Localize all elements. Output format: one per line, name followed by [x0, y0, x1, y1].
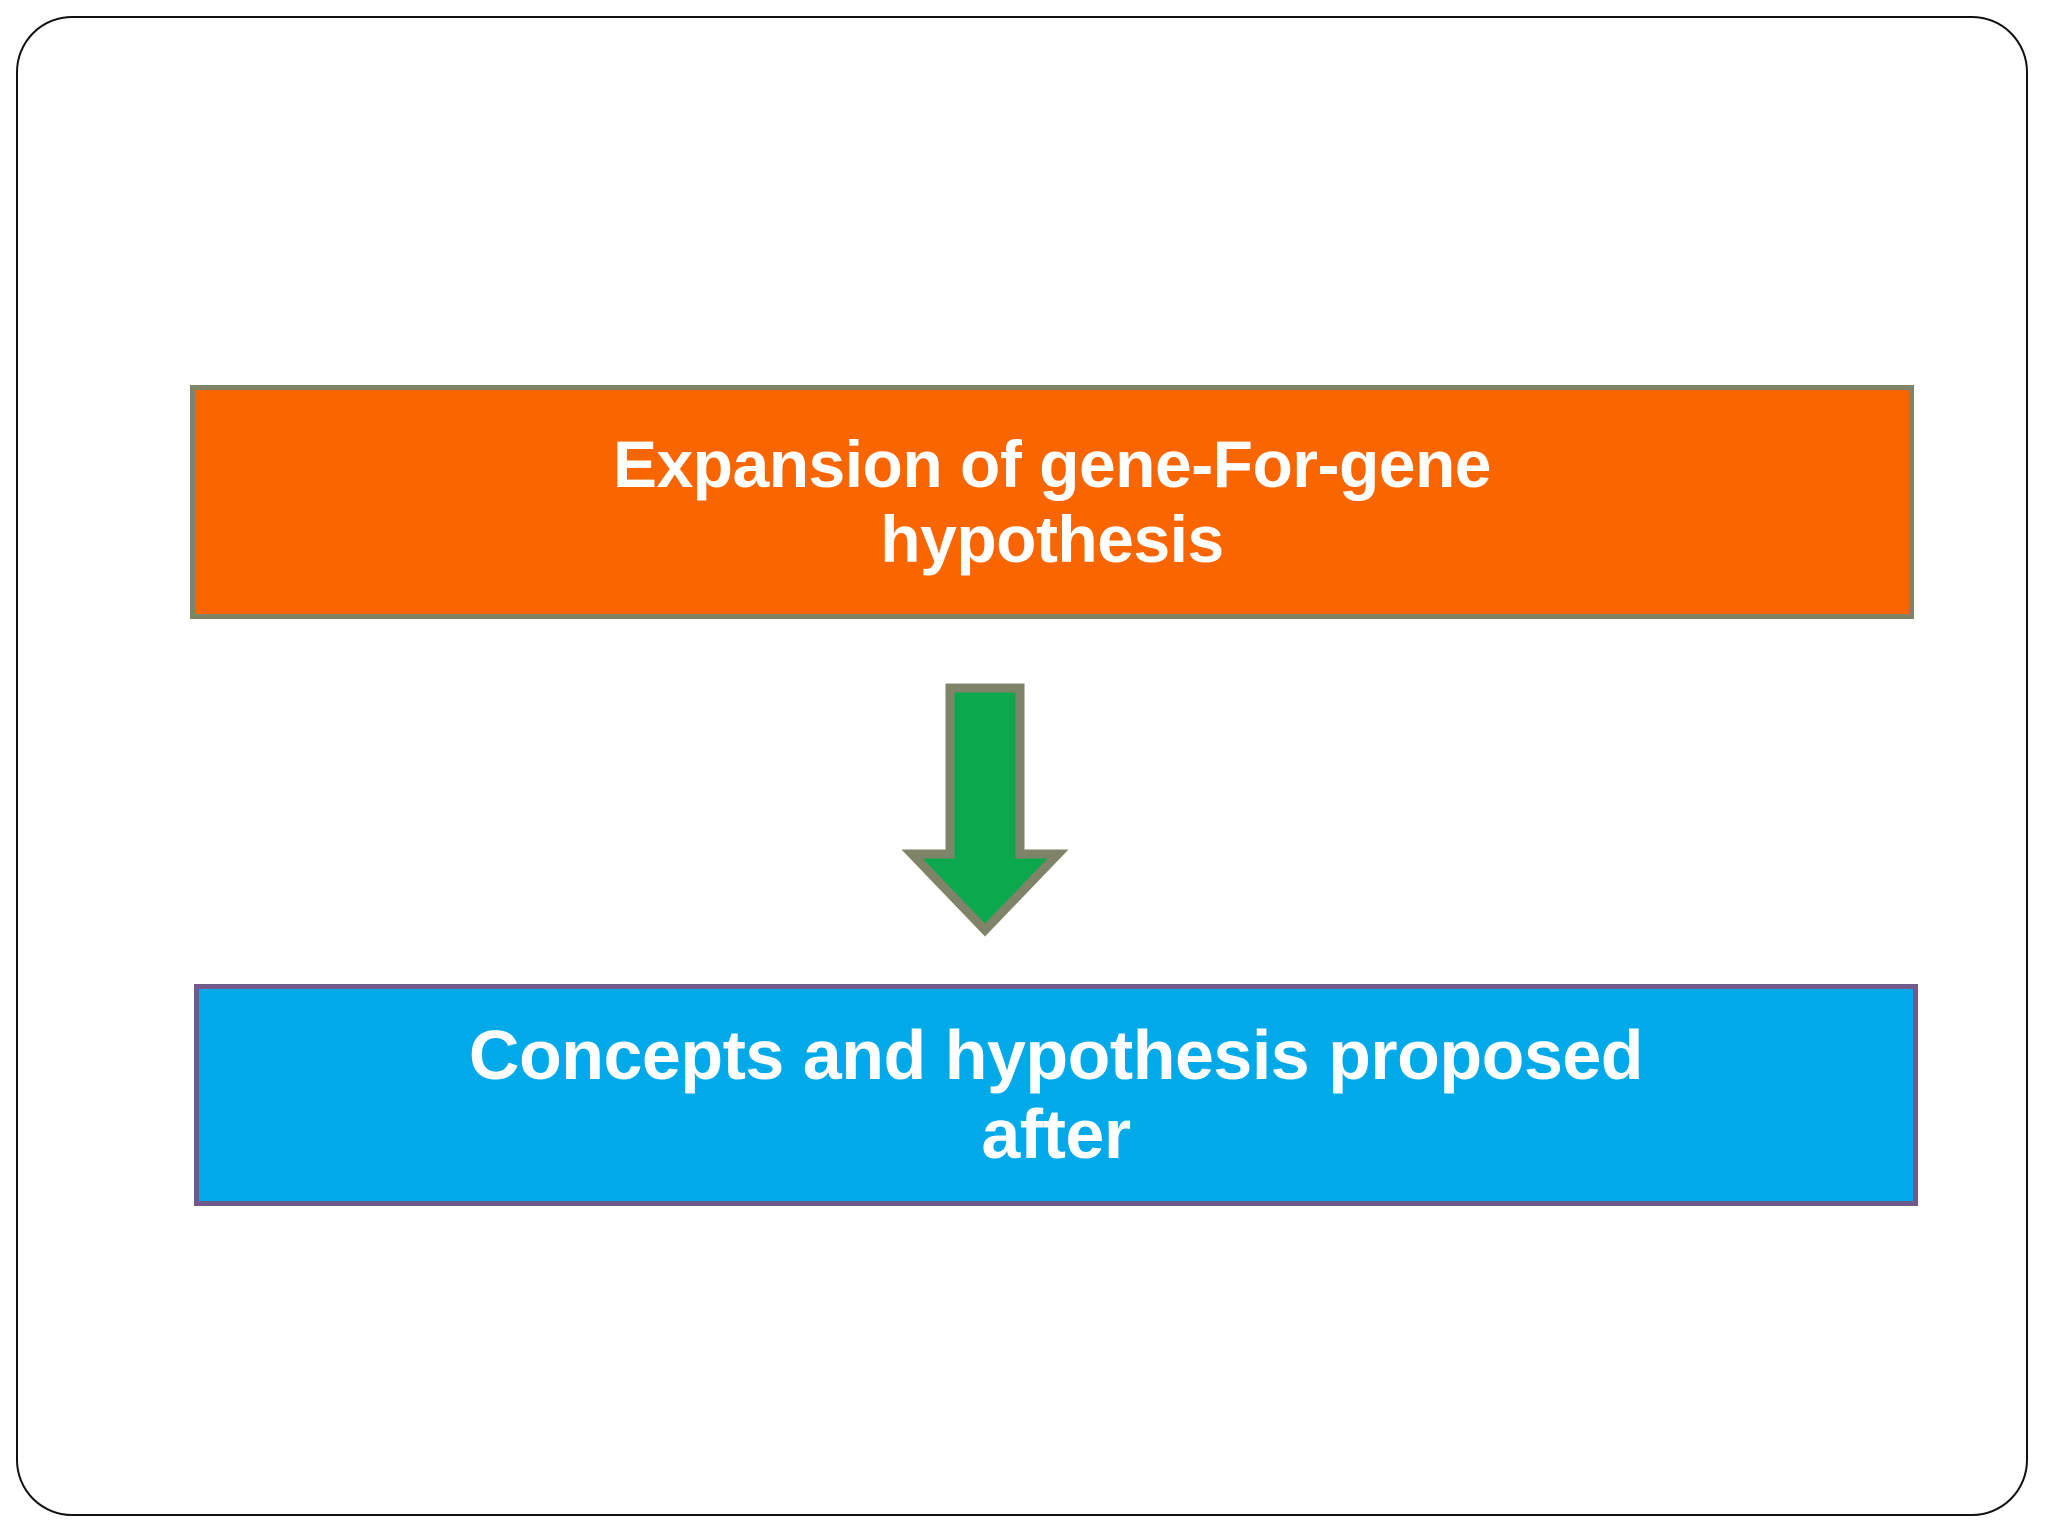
flow-node-target[interactable]: Concepts and hypothesis proposed after	[194, 984, 1918, 1206]
flow-node-source-line1: Expansion of gene-For-gene	[612, 427, 1492, 502]
flow-node-source[interactable]: Expansion of gene-For-gene hypothesis	[190, 385, 1914, 619]
slide-canvas: Expansion of gene-For-gene hypothesis Co…	[16, 16, 2028, 1516]
arrow-down-shape	[901, 683, 1069, 937]
flow-node-target-label: Concepts and hypothesis proposed after	[259, 1016, 1853, 1174]
flow-node-target-line2: after	[981, 1095, 1131, 1173]
arrow-down-icon	[898, 668, 1072, 946]
flow-node-target-line1: Concepts and hypothesis proposed	[468, 1015, 1644, 1094]
flow-node-source-line2: hypothesis	[880, 502, 1224, 576]
flow-node-source-label: Expansion of gene-For-gene hypothesis	[255, 427, 1849, 576]
